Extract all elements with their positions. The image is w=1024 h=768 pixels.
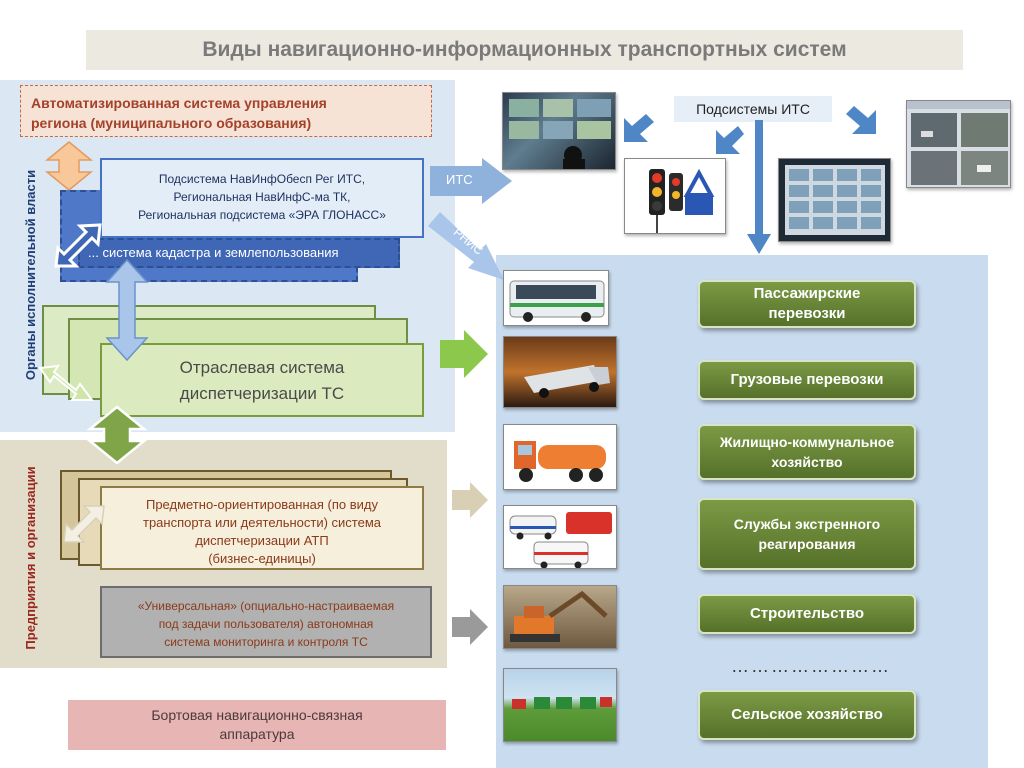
- green-right-arrow-icon: [440, 330, 488, 378]
- sector-agriculture-button[interactable]: Сельское хозяйство: [698, 690, 916, 740]
- emergency-vehicles-photo: [503, 505, 617, 569]
- tan-diagonal-arrow-icon: [63, 505, 105, 543]
- regional-acs-line1: Автоматизированная система управления: [31, 95, 327, 111]
- tan-right-arrow-icon: [452, 482, 488, 518]
- sector-emergency-button[interactable]: Службы экстренного реагирования: [698, 498, 916, 570]
- sector-freight-button[interactable]: Грузовые перевозки: [698, 360, 916, 400]
- vertical-double-arrow-icon: [105, 258, 149, 362]
- cadastre-label: ... система кадастра и землепользования: [88, 245, 339, 260]
- subject-line2: транспорта или деятельности) система: [142, 515, 382, 530]
- monitoring-screen-photo: [778, 158, 891, 242]
- navinfo-line1: Подсистема НавИнфОбесп Рег ИТС,: [158, 172, 366, 186]
- onboard-line1: Бортовая навигационно-связная: [151, 707, 363, 723]
- universal-line1: «Универсальная» (опциально-настраиваемая: [137, 599, 395, 613]
- sector-housing-line2: хозяйство: [771, 454, 843, 470]
- sector-dispatch-line2: диспетчеризации ТС: [179, 384, 345, 403]
- blue-arrow-down-left-icon: [716, 126, 744, 154]
- orange-double-arrow-icon: [44, 141, 94, 191]
- sector-construction-button[interactable]: Строительство: [698, 594, 916, 634]
- blue-arrow-right-icon: [846, 106, 876, 134]
- its-arrow-label: ИТС: [446, 172, 473, 187]
- universal-line3: система мониторинга и контроля ТС: [164, 635, 368, 649]
- sector-freight-label: Грузовые перевозки: [730, 371, 884, 388]
- blue-arrow-down-icon: [747, 120, 771, 254]
- green-diagonal-arrow-icon: [38, 364, 94, 401]
- subject-line4: (бизнес-единицы): [208, 551, 316, 566]
- sector-dispatch-line1: Отраслевая система: [179, 358, 345, 377]
- sector-construction-label: Строительство: [749, 605, 865, 622]
- enterprise-label: Предприятия и организации: [22, 466, 38, 650]
- diagonal-double-arrow-icon: [54, 223, 102, 268]
- truck-photo: [503, 336, 617, 408]
- excavator-photo: [503, 585, 617, 649]
- sector-emergency-line1: Службы экстренного: [733, 516, 881, 532]
- agriculture-photo: [503, 668, 617, 742]
- its-arrow-icon: [430, 158, 512, 204]
- sector-ellipsis: ……………………: [731, 656, 891, 676]
- subject-line1: Предметно-ориентированная (по виду: [145, 497, 379, 512]
- municipal-truck-photo: [503, 424, 617, 490]
- onboard-line2: аппаратура: [219, 726, 295, 742]
- bus-photo: [503, 270, 609, 326]
- blue-arrow-left-icon: [624, 114, 654, 142]
- sector-agriculture-label: Сельское хозяйство: [731, 706, 883, 723]
- onboard-equipment-box: Бортовая навигационно-связная аппаратура: [68, 700, 446, 750]
- subject-line3: диспетчеризации АТП: [195, 533, 329, 548]
- sector-passenger-button[interactable]: Пассажирские перевозки: [698, 280, 916, 328]
- gray-right-arrow-icon: [452, 609, 488, 645]
- navinfo-line2: Региональная НавИнфС-ма ТК,: [173, 190, 351, 204]
- rnis-arrow-icon: [428, 212, 504, 280]
- sector-passenger-line2: перевозки: [768, 305, 846, 322]
- traffic-light-photo: [624, 158, 726, 234]
- regional-acs-box: Автоматизированная система управления ре…: [20, 85, 432, 137]
- sector-housing-line1: Жилищно-коммунальное: [719, 434, 895, 450]
- navinfo-line3: Региональная подсистема «ЭРА ГЛОНАСС»: [138, 208, 386, 222]
- navinfo-subsystem-box: Подсистема НавИнфОбесп Рег ИТС, Регионал…: [100, 158, 424, 238]
- green-vertical-arrow-icon: [86, 405, 148, 465]
- sector-emergency-line2: реагирования: [758, 536, 856, 552]
- universal-system-box: «Универсальная» (опциально-настраиваемая…: [100, 586, 432, 658]
- regional-acs-line2: региона (муниципального образования): [31, 115, 312, 131]
- page-title: Виды навигационно-информационных транспо…: [86, 30, 963, 70]
- control-room-photo: [502, 92, 616, 170]
- cctv-screen-photo: [906, 100, 1011, 188]
- subject-oriented-box: Предметно-ориентированная (по виду транс…: [100, 486, 424, 570]
- sector-housing-button[interactable]: Жилищно-коммунальное хозяйство: [698, 424, 916, 480]
- sector-passenger-line1: Пассажирские: [753, 285, 861, 302]
- its-subsystems-label: Подсистемы ИТС: [674, 96, 832, 122]
- universal-line2: под задачи пользователя) автономная: [158, 617, 374, 631]
- sector-dispatch-box: Отраслевая система диспетчеризации ТС: [100, 343, 424, 417]
